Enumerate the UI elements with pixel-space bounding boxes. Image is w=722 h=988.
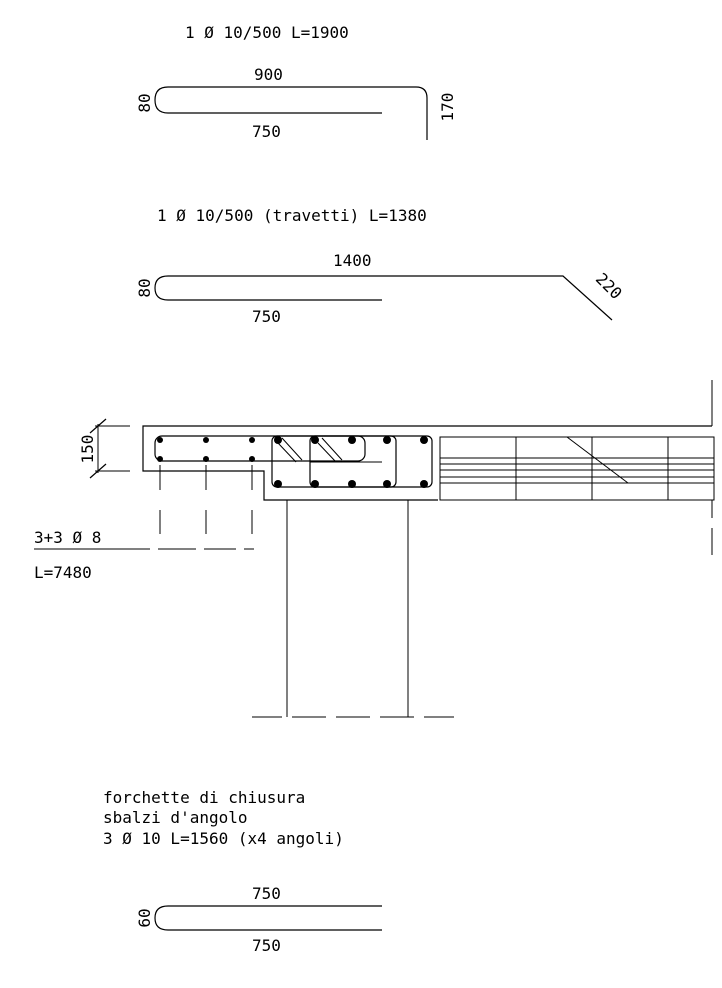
slab-stirrup [154, 435, 366, 462]
rebar-length: L=7480 [34, 563, 92, 582]
bar2-top-dim: 1400 [333, 251, 372, 270]
rebar-dots [157, 436, 428, 488]
bar2-title: 1 Ø 10/500 (travetti) L=1380 [157, 206, 427, 225]
stirrup-hooks [277, 437, 343, 463]
bar2-left-dim: 80 [135, 278, 154, 297]
column [252, 500, 454, 718]
bar1-bottom-dim: 750 [252, 122, 281, 141]
slab-outline [142, 425, 712, 501]
bar2-diag-dim: 220 [592, 269, 626, 303]
bar3-title-1: forchette di chiusura [103, 788, 305, 807]
bar1-shape [154, 86, 428, 140]
rebar-label: 3+3 Ø 8 [34, 528, 101, 547]
bar2-shape [154, 275, 613, 321]
bar3-shape [154, 905, 382, 931]
bar3-left-dim: 60 [135, 908, 154, 927]
bar3-top-dim: 750 [252, 884, 281, 903]
dim-150: 150 [78, 418, 130, 479]
bar1-left-dim: 80 [135, 93, 154, 112]
projection-dashes [158, 465, 254, 550]
bar1-title: 1 Ø 10/500 L=1900 [185, 23, 349, 42]
slab-grid [439, 436, 715, 501]
bar1-right-dim: 170 [438, 93, 457, 122]
bar2-bottom-dim: 750 [252, 307, 281, 326]
svg-text:150: 150 [78, 435, 97, 464]
bar3-title-2: sbalzi d'angolo [103, 808, 248, 827]
bar3-bottom-dim: 750 [252, 936, 281, 955]
bar3-title-3: 3 Ø 10 L=1560 (x4 angoli) [103, 829, 344, 848]
bar1-top-dim: 900 [254, 65, 283, 84]
